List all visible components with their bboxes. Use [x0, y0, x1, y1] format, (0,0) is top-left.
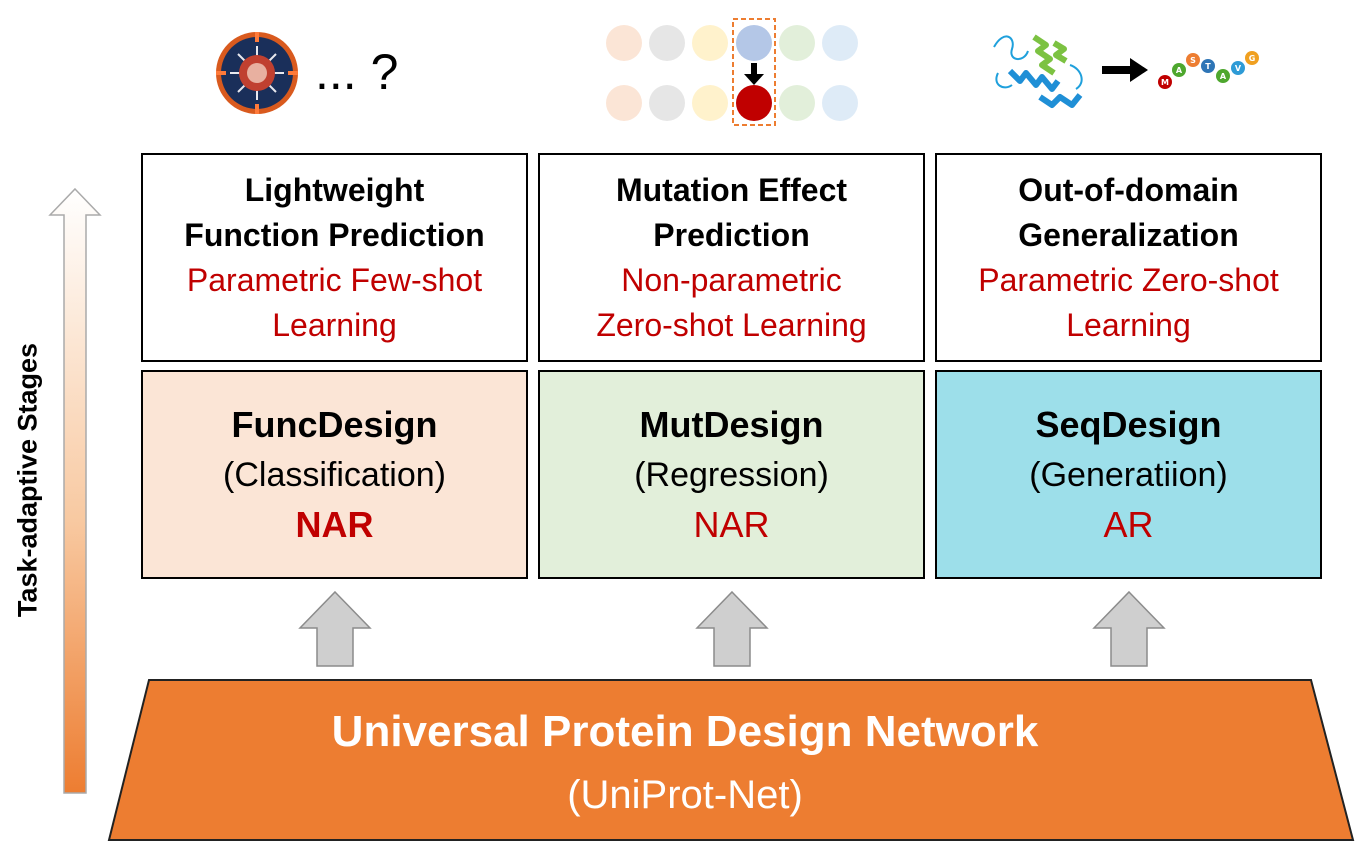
- virus-icon: [216, 32, 298, 114]
- task-title-line2: Generalization: [1018, 216, 1239, 253]
- base-subtitle: (UniProt-Net): [567, 773, 803, 817]
- svg-text:A: A: [1176, 66, 1183, 75]
- model-name: FuncDesign: [231, 403, 438, 445]
- protein-structure-icon: [993, 34, 1083, 108]
- svg-text:V: V: [1235, 64, 1242, 73]
- model-name: MutDesign: [639, 403, 824, 445]
- model-task: (Classification): [223, 455, 446, 494]
- model-box-mutdesign: MutDesign (Regression) NAR: [538, 370, 925, 579]
- stage-axis-label: Task-adaptive Stages: [12, 342, 43, 618]
- task-method-line1: Parametric Zero-shot: [978, 261, 1279, 298]
- task-method-line2: Zero-shot Learning: [596, 306, 867, 343]
- model-task: (Regression): [634, 455, 829, 494]
- task-box-function-prediction: Lightweight Function Prediction Parametr…: [141, 153, 528, 362]
- up-arrow-icon: [298, 590, 372, 667]
- model-name: SeqDesign: [1035, 403, 1222, 445]
- stage-progress-arrow: [48, 187, 102, 794]
- task-title-line1: Out-of-domain: [1018, 171, 1239, 208]
- task-method-line2: Learning: [272, 306, 397, 343]
- model-box-seqdesign: SeqDesign (Generatiion) AR: [935, 370, 1322, 579]
- svg-text:S: S: [1190, 56, 1196, 65]
- base-title: Universal Protein Design Network: [331, 707, 1039, 756]
- task-method-line2: Learning: [1066, 306, 1191, 343]
- right-arrow-icon: [1102, 58, 1148, 82]
- svg-text:T: T: [1205, 62, 1211, 71]
- up-arrow-icon: [1092, 590, 1166, 667]
- task-method-line1: Parametric Few-shot: [186, 261, 483, 298]
- model-task: (Generatiion): [1029, 455, 1228, 494]
- amino-acid-sequence-icon: M A S T A V G: [1158, 51, 1259, 89]
- task-title-line1: Mutation Effect: [615, 171, 848, 208]
- svg-text:A: A: [1220, 72, 1227, 81]
- mutation-dots-icon: [606, 18, 858, 126]
- model-type: NAR: [693, 503, 770, 545]
- base-network-shape: [107, 679, 1355, 841]
- model-box-funcdesign: FuncDesign (Classification) NAR: [141, 370, 528, 579]
- task-method-line1: Non-parametric: [621, 261, 842, 298]
- task-box-out-of-domain: Out-of-domain Generalization Parametric …: [935, 153, 1322, 362]
- task-title-line2: Function Prediction: [184, 216, 485, 253]
- teaser-dots: ... ?: [315, 44, 399, 100]
- task-box-mutation-effect: Mutation Effect Prediction Non-parametri…: [538, 153, 925, 362]
- up-arrow-icon: [695, 590, 769, 667]
- svg-text:G: G: [1249, 54, 1256, 63]
- svg-text:M: M: [1161, 78, 1169, 87]
- model-type: NAR: [295, 503, 374, 545]
- task-title-line2: Prediction: [653, 216, 810, 253]
- model-type: AR: [1103, 503, 1154, 545]
- task-title-line1: Lightweight: [244, 171, 425, 208]
